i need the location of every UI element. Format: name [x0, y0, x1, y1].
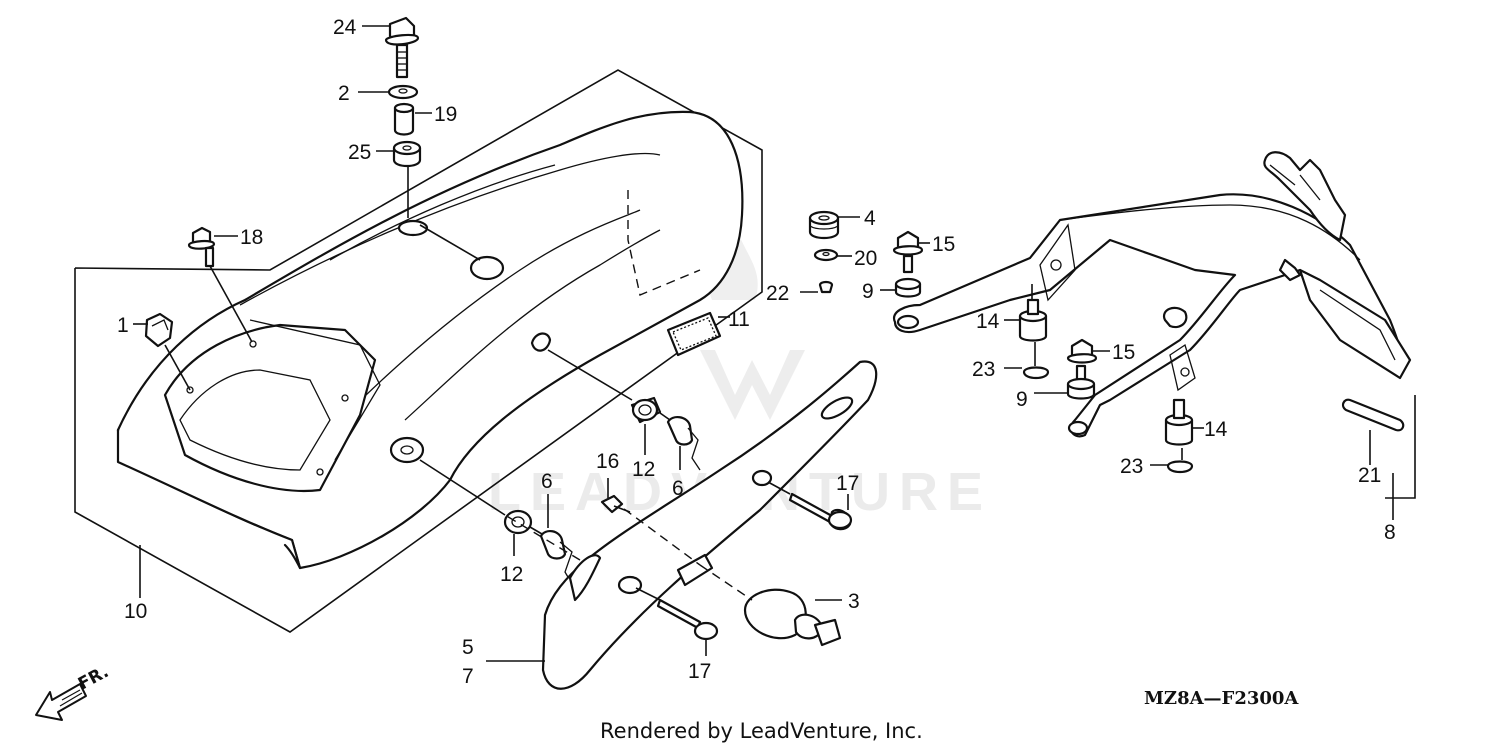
- callout-21: 21: [1358, 464, 1381, 487]
- part-11-label-plate: [666, 311, 722, 357]
- rubber-mount-4-20-22: [808, 210, 840, 294]
- callout-23a: 23: [972, 358, 995, 381]
- callout-19: 19: [434, 103, 457, 126]
- callout-4: 4: [864, 207, 876, 230]
- diagram-code: MZ8A—F2300A: [1144, 688, 1299, 709]
- callout-15b: 15: [1112, 341, 1135, 364]
- callout-17b: 17: [688, 660, 711, 683]
- callout-12b: 12: [500, 563, 523, 586]
- callout-14a: 14: [976, 310, 1000, 333]
- callout-18: 18: [240, 226, 263, 249]
- part-21-rod: [1341, 398, 1405, 465]
- part-6-clip-lower: [529, 526, 573, 585]
- rear-fender-group-outline: [74, 69, 763, 633]
- callout-16: 16: [596, 450, 619, 473]
- part-12-grommet-upper: [547, 349, 662, 424]
- part-16-screw: [600, 494, 631, 514]
- callout-6b: 6: [541, 470, 553, 493]
- part-5-7-bracket: [504, 360, 878, 690]
- callout-23b: 23: [1120, 455, 1143, 478]
- part-18-bolt: [187, 226, 253, 343]
- part-17-bolt-lower: [635, 587, 719, 641]
- callout-15a: 15: [932, 233, 955, 256]
- callout-17a: 17: [836, 472, 859, 495]
- mount-hardware-left: [892, 230, 1050, 380]
- callout-24: 24: [333, 16, 357, 39]
- callout-25: 25: [348, 141, 371, 164]
- part-6-clip-upper: [659, 412, 701, 471]
- callout-7: 7: [462, 665, 474, 688]
- callout-10: 10: [124, 600, 147, 623]
- callout-9b: 9: [1016, 388, 1028, 411]
- callout-2: 2: [338, 82, 350, 105]
- callout-3: 3: [848, 590, 860, 613]
- callout-22: 22: [766, 282, 789, 305]
- callout-5: 5: [462, 636, 474, 659]
- part-3-lock: [611, 499, 842, 647]
- callout-12a: 12: [632, 458, 655, 481]
- part-17-bolt-right: [767, 481, 853, 531]
- callout-14b: 14: [1204, 418, 1228, 441]
- grab-rail-frame: [892, 151, 1416, 520]
- callout-1: 1: [117, 314, 129, 337]
- callout-6a: 6: [672, 477, 684, 500]
- callouts: 24 2 19 25 18 1 4 20 22 15 9 11 14 23 15…: [117, 16, 1396, 688]
- callout-20: 20: [854, 247, 877, 270]
- part-1-clip: [144, 312, 191, 391]
- bolt-stack-24-2-19-25: [384, 16, 481, 261]
- mount-hardware-right: [1066, 338, 1194, 474]
- credit-text: Rendered by LeadVenture, Inc.: [600, 719, 923, 743]
- callout-11: 11: [728, 308, 750, 331]
- callout-8: 8: [1384, 521, 1396, 544]
- rear-fender-part: [116, 110, 744, 570]
- front-direction-arrow: FR.: [35, 662, 112, 721]
- callout-9a: 9: [862, 280, 874, 303]
